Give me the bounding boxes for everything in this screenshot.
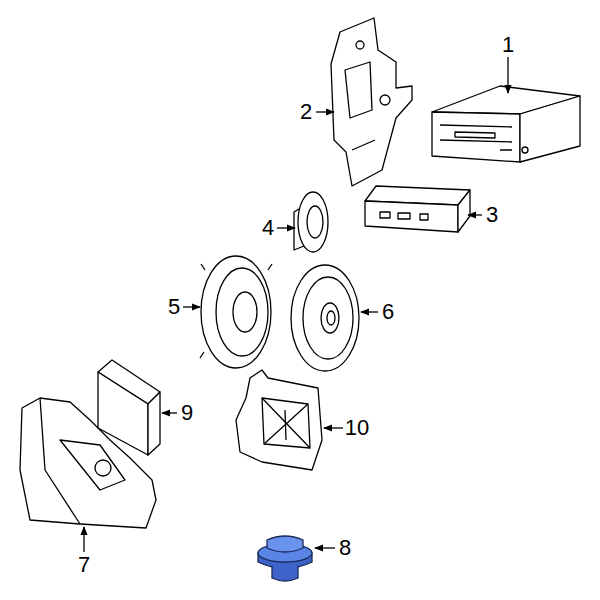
unit-knob	[522, 147, 528, 153]
box-front	[98, 372, 148, 455]
unit-front	[432, 112, 520, 162]
callout-number: 1	[502, 34, 514, 56]
unit-side	[520, 96, 580, 162]
speaker-tabs	[200, 264, 272, 358]
cap-dome	[267, 536, 303, 552]
leader-arrow	[468, 214, 482, 215]
callout-number: 6	[382, 301, 394, 323]
speaker	[200, 256, 272, 368]
amplifier-box	[98, 360, 160, 455]
bracket-hole	[380, 95, 390, 105]
tweeter-dome	[307, 206, 323, 238]
leader-arrow	[361, 311, 378, 312]
radio-unit	[432, 86, 580, 162]
leader-arrow	[162, 412, 177, 413]
leader-arrow	[83, 527, 84, 552]
speaker-center	[327, 311, 335, 325]
speaker-rim	[291, 265, 359, 371]
leader-arrows	[84, 57, 508, 552]
frame-body	[236, 370, 322, 470]
highlighted-part	[258, 536, 312, 581]
callout-number: 3	[486, 204, 498, 226]
mount-bracket	[331, 18, 412, 186]
callout-number: 9	[181, 402, 193, 424]
cap-stem	[272, 566, 298, 581]
leader-arrow	[315, 547, 335, 548]
tweeter	[294, 192, 328, 252]
callout-number: 2	[300, 101, 312, 123]
callout-number: 7	[78, 554, 90, 576]
unit-detail	[440, 125, 512, 150]
box-side	[148, 392, 160, 455]
amplifier-module	[365, 186, 470, 232]
speaker	[291, 265, 359, 371]
module-ports	[380, 212, 428, 220]
speaker-cap	[321, 303, 339, 333]
bracket-body	[331, 18, 412, 186]
leader-arrow	[183, 306, 200, 307]
leader-arrow	[277, 227, 295, 228]
module-front	[365, 201, 458, 232]
bracket-detail	[345, 62, 375, 150]
speaker-cone	[303, 277, 353, 359]
callout-number: 10	[345, 417, 369, 439]
leader-arrow	[507, 57, 508, 93]
module-side	[458, 190, 470, 232]
speaker-frame	[236, 370, 322, 470]
speaker-rim	[201, 256, 271, 368]
speaker-magnet	[233, 292, 257, 332]
bracket-hole	[356, 41, 364, 49]
leader-arrow	[324, 427, 343, 428]
speaker-basket	[216, 268, 268, 356]
frame-opening	[262, 398, 310, 448]
callout-number: 8	[339, 537, 351, 559]
leader-arrow	[316, 111, 334, 112]
tweeter-rim	[298, 192, 328, 252]
frame-ribs	[262, 398, 310, 448]
callout-number: 4	[262, 217, 274, 239]
callout-number: 5	[168, 296, 180, 318]
